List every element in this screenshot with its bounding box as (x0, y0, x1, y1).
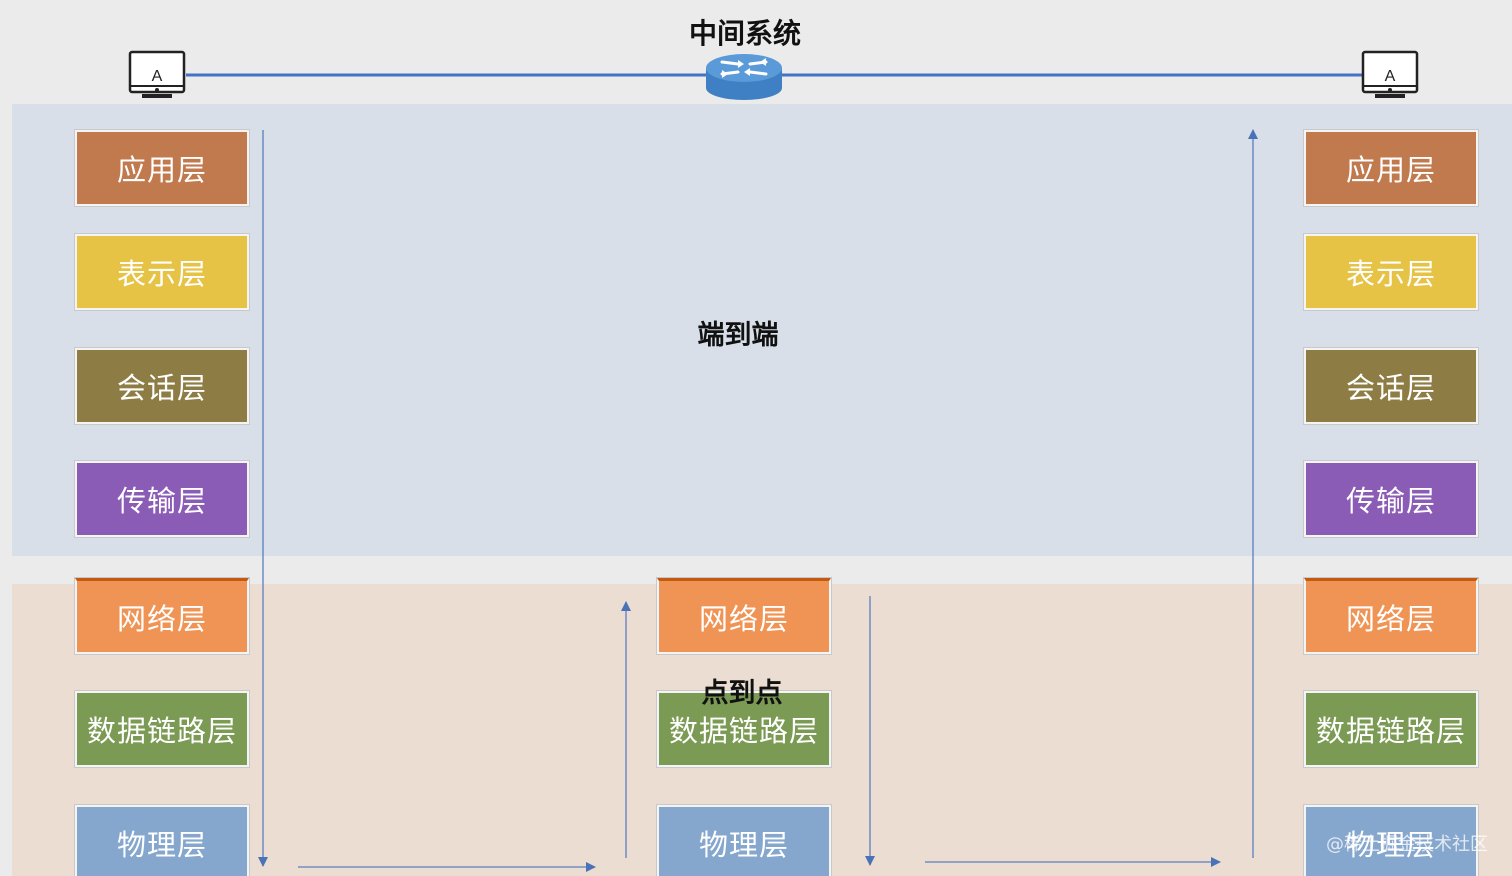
right-computer-label: A (1385, 68, 1396, 85)
right-datalink-layer: 数据链路层 (1304, 691, 1478, 767)
computer-icon: A (1361, 50, 1419, 100)
right-session-layer: 会话层 (1304, 348, 1478, 424)
watermark: @稀土掘金技术社区 (1326, 834, 1488, 855)
right-network-layer: 网络层 (1304, 578, 1478, 654)
router-icon (704, 50, 784, 102)
left-datalink-layer: 数据链路层 (75, 691, 249, 767)
left-transport-layer: 传输层 (75, 461, 249, 537)
left-network-layer: 网络层 (75, 578, 249, 654)
left-presentation-layer: 表示层 (75, 234, 249, 310)
end-to-end-label: 端到端 (697, 320, 779, 351)
right-application-layer: 应用层 (1304, 130, 1478, 206)
right-transport-layer: 传输层 (1304, 461, 1478, 537)
right-physical-layer: 物理层 (1304, 805, 1478, 876)
middle-datalink-layer: 数据链路层 (657, 691, 831, 767)
right-presentation-layer: 表示层 (1304, 234, 1478, 310)
left-application-layer: 应用层 (75, 130, 249, 206)
middle-network-layer: 网络层 (657, 578, 831, 654)
computer-icon: A (128, 50, 186, 100)
end-to-end-region (12, 104, 1512, 556)
middle-system-title: 中间系统 (688, 17, 801, 50)
left-physical-layer: 物理层 (75, 805, 249, 876)
middle-physical-layer: 物理层 (657, 805, 831, 876)
left-computer-label: A (152, 68, 163, 85)
left-session-layer: 会话层 (75, 348, 249, 424)
point-to-point-label: 点到点 (701, 678, 783, 709)
